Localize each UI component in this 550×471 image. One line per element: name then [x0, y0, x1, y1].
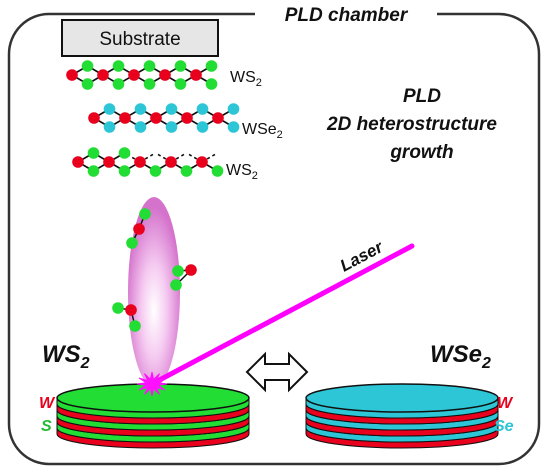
- chalcogen-atom: [227, 121, 240, 133]
- sulfur-atom: [126, 237, 138, 249]
- tungsten-atom: [185, 264, 197, 276]
- sulfur-atom: [112, 302, 124, 314]
- sulfur-atom: [129, 320, 141, 332]
- laser-beam: [149, 243, 415, 387]
- caption-line-2: 2D heterostructure: [326, 114, 497, 135]
- tungsten-atom: [212, 112, 224, 124]
- target-ws2: [56, 383, 250, 449]
- tungsten-atom: [134, 156, 146, 168]
- chamber-title-bg: [255, 2, 437, 28]
- left-element-w: W: [39, 395, 56, 412]
- caption-line-1: PLD: [403, 86, 441, 107]
- tungsten-atom: [125, 304, 137, 316]
- chalcogen-atom: [134, 121, 147, 133]
- chalcogen-atom: [103, 103, 116, 115]
- tungsten-atom: [88, 112, 100, 124]
- substrate: [61, 19, 219, 57]
- chalcogen-atom: [87, 165, 100, 177]
- chalcogen-atom: [143, 60, 156, 72]
- tungsten-atom: [128, 69, 140, 81]
- chalcogen-atom: [103, 121, 116, 133]
- chalcogen-atom: [174, 78, 187, 90]
- tungsten-atom: [66, 69, 78, 81]
- layer-label-middle: WSe2: [242, 121, 283, 141]
- right-element-w: W: [497, 395, 514, 412]
- tungsten-atom: [196, 156, 208, 168]
- laser-impact-flash: [136, 371, 168, 397]
- target-right-label: WSe2: [430, 341, 491, 372]
- chalcogen-atom: [87, 147, 100, 159]
- sulfur-atom: [170, 279, 182, 291]
- tungsten-atom: [190, 69, 202, 81]
- plasma-plume: [128, 197, 180, 387]
- tungsten-atom: [150, 112, 162, 124]
- target-top-surface: [305, 383, 499, 413]
- chalcogen-atom: [134, 103, 147, 115]
- chalcogen-atom: [118, 147, 131, 159]
- chalcogen-atom: [174, 60, 187, 72]
- ejected-fragments: [112, 208, 197, 332]
- right-element-se: Se: [494, 418, 514, 435]
- chalcogen-atom: [196, 121, 209, 133]
- target-swap-arrow: [245, 351, 309, 393]
- left-element-s: S: [41, 418, 52, 435]
- tungsten-atom: [165, 156, 177, 168]
- layer-label-top: WS2: [230, 69, 262, 89]
- chalcogen-atom: [196, 103, 209, 115]
- chalcogen-atom: [112, 78, 125, 90]
- chalcogen-atom: [165, 103, 178, 115]
- tungsten-atom: [159, 69, 171, 81]
- target-wse2: [305, 383, 499, 449]
- chalcogen-atom: [227, 103, 240, 115]
- chalcogen-atom: [149, 165, 162, 177]
- tungsten-atom: [133, 223, 145, 235]
- chalcogen-atom: [118, 165, 131, 177]
- substrate-label: Substrate: [99, 29, 180, 50]
- tungsten-atom: [103, 156, 115, 168]
- chalcogen-atom: [205, 78, 218, 90]
- target-left-label: WS2: [42, 341, 90, 372]
- chalcogen-atom: [112, 60, 125, 72]
- tungsten-atom: [119, 112, 131, 124]
- caption-line-3: growth: [389, 142, 453, 163]
- chalcogen-atom: [81, 60, 94, 72]
- chamber-title: PLD chamber: [285, 5, 409, 26]
- sulfur-atom: [139, 208, 151, 220]
- tungsten-atom: [97, 69, 109, 81]
- tungsten-atom: [72, 156, 84, 168]
- chalcogen-atom: [211, 165, 224, 177]
- heterostructure-lattice: [66, 60, 240, 177]
- sulfur-atom: [172, 265, 184, 277]
- chalcogen-atom: [143, 78, 156, 90]
- chalcogen-atom: [165, 121, 178, 133]
- chalcogen-atom: [180, 165, 193, 177]
- tungsten-atom: [181, 112, 193, 124]
- chalcogen-atom: [205, 60, 218, 72]
- layer-label-bottom: WS2: [226, 162, 258, 182]
- chalcogen-atom: [81, 78, 94, 90]
